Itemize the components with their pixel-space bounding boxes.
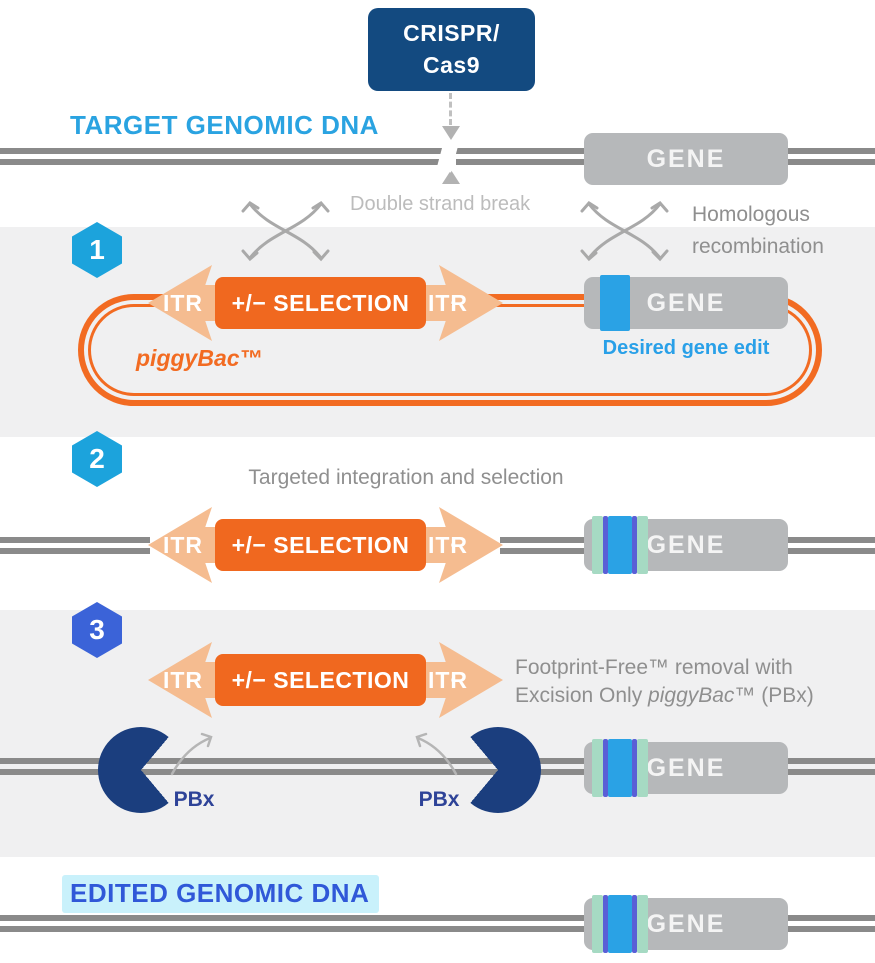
desired-gene-edit-label: Desired gene edit <box>602 337 770 359</box>
gene-box-target: GENE <box>584 133 788 185</box>
selection-marker-box: +/− SELECTION <box>215 519 426 571</box>
target-genomic-dna-heading: TARGET GENOMIC DNA <box>70 110 379 140</box>
gene-box-edited-step2: GENE <box>584 516 788 574</box>
edited-dna-strand-right <box>788 915 875 932</box>
selection-marker-box: +/− SELECTION <box>215 654 426 706</box>
gene-label: GENE <box>646 530 726 559</box>
step3-caption-line2: Excision Only piggyBac™ (PBx) <box>515 684 814 707</box>
recombination-cross-arrows-left-icon <box>241 201 330 262</box>
gene-label: GENE <box>646 909 726 938</box>
gene-stripe-purple-right <box>632 895 637 953</box>
gene-stripe-mint-right <box>637 895 648 953</box>
excision-arrow-right-icon <box>415 732 458 776</box>
edited-genomic-dna-heading: EDITED GENOMIC DNA <box>62 875 380 913</box>
gene-box-edited-step3: GENE <box>584 739 788 797</box>
pbx-enzyme-left-icon <box>98 727 184 813</box>
gene-stripe-purple-left <box>603 739 608 797</box>
gene-stripe-mint-left <box>592 516 603 574</box>
cut-site-arrow-up-icon <box>442 170 460 184</box>
gene-stripe-mint-left <box>592 895 603 953</box>
gene-stripe-purple-left <box>603 895 608 953</box>
gene-label: GENE <box>646 288 726 317</box>
gene-edit-stripe-blue <box>608 739 632 797</box>
crispr-label-line2: Cas9 <box>423 51 480 78</box>
itr-label-right: ITR <box>427 666 469 693</box>
selection-cassette-step1: +/− SELECTION ITR ITR <box>148 265 503 341</box>
gene-box-edited-final: GENE <box>584 895 788 953</box>
step2-caption: Targeted integration and selection <box>248 466 564 489</box>
target-dna-strand-left <box>0 148 447 165</box>
recombination-cross-arrows-right-icon <box>580 201 669 262</box>
step2-dna-strand-left <box>0 537 150 554</box>
gene-stripe-purple-right <box>632 516 637 574</box>
pbx-enzyme-right-icon <box>455 727 541 813</box>
piggybac-plasmid-label: piggyBac™ <box>136 345 263 371</box>
itr-label-left: ITR <box>162 666 204 693</box>
itr-label-right: ITR <box>427 531 469 558</box>
crispr-label-line1: CRISPR/ <box>403 20 500 47</box>
gene-edit-stripe-blue <box>600 275 630 331</box>
crispr-cas9-box: CRISPR/ Cas9 <box>368 8 535 91</box>
cut-site-arrow-down-icon <box>442 126 460 140</box>
gene-stripe-mint-right <box>637 739 648 797</box>
double-strand-break-label: Double strand break <box>350 193 531 215</box>
double-strand-break-gap <box>436 140 459 173</box>
edited-dna-strand-left <box>0 915 586 932</box>
gene-stripe-purple-right <box>632 739 637 797</box>
gene-label: GENE <box>646 144 726 173</box>
gene-edit-stripe-blue <box>608 516 632 574</box>
selection-cassette-step3: +/− SELECTION ITR ITR <box>148 642 503 718</box>
excision-arrow-left-icon <box>170 732 213 776</box>
gene-stripe-mint-right <box>637 516 648 574</box>
cas9-dashed-connector <box>449 93 452 125</box>
gene-stripe-mint-left <box>592 739 603 797</box>
gene-label: GENE <box>646 753 726 782</box>
gene-edit-stripe-blue <box>608 895 632 953</box>
pbx-label-left: PBx <box>173 788 215 811</box>
gene-stripe-purple-left <box>603 516 608 574</box>
homologous-recombination-label: Homologous recombination <box>692 203 824 258</box>
step3-dna-strand-right <box>788 758 875 775</box>
selection-cassette-step2: +/− SELECTION ITR ITR <box>148 507 503 583</box>
itr-label-left: ITR <box>162 289 204 316</box>
itr-label-right: ITR <box>427 289 469 316</box>
step-badge-2: 2 <box>72 431 122 487</box>
selection-marker-box: +/− SELECTION <box>215 277 426 329</box>
step3-caption-line1: Footprint-Free™ removal with <box>515 656 793 679</box>
gene-box-donor: GENE <box>584 275 788 331</box>
pbx-label-right: PBx <box>418 788 460 811</box>
itr-label-left: ITR <box>162 531 204 558</box>
